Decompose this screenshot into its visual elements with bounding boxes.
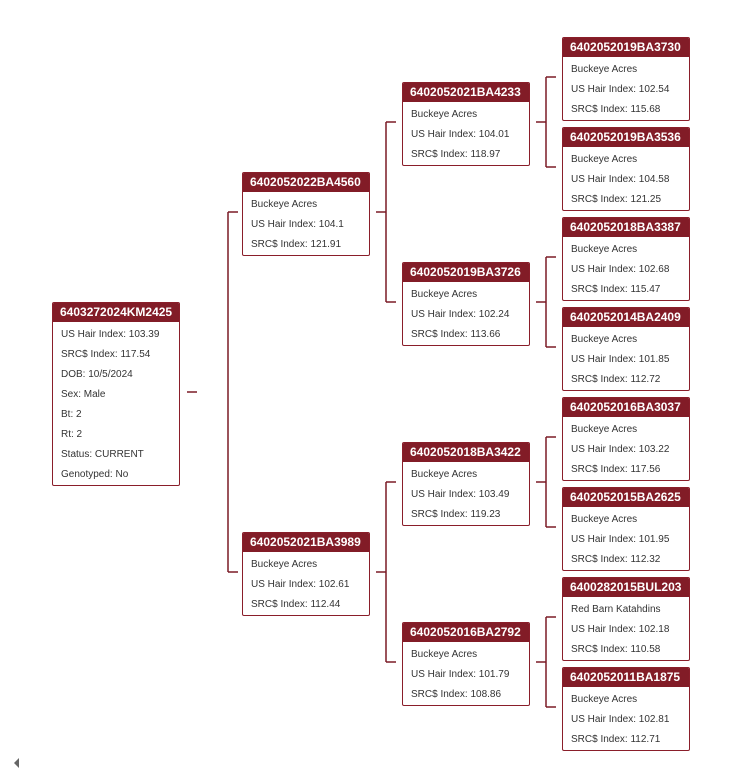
breeder-name: Buckeye Acres bbox=[411, 469, 478, 480]
great-grandparent-card-4[interactable]: 6402052014BA2409 Buckeye Acres US Hair I… bbox=[562, 307, 690, 391]
great-grandparent-card-1[interactable]: 6402052019BA3730 Buckeye Acres US Hair I… bbox=[562, 37, 690, 121]
animal-id[interactable]: 6402052011BA1875 bbox=[563, 668, 689, 687]
breeder-name: Buckeye Acres bbox=[251, 559, 318, 570]
sire-dam-card[interactable]: 6402052019BA3726 Buckeye Acres US Hair I… bbox=[402, 262, 530, 346]
breeder-name: Buckeye Acres bbox=[571, 244, 638, 255]
breeder-name: Red Barn Katahdins bbox=[571, 604, 661, 615]
src-index: SRC$ Index: 113.66 bbox=[411, 329, 501, 340]
src-index: SRC$ Index: 118.97 bbox=[411, 149, 501, 160]
breeder-name: Buckeye Acres bbox=[411, 109, 478, 120]
rear-type: Rt: 2 bbox=[61, 429, 83, 440]
src-index: SRC$ Index: 115.68 bbox=[571, 104, 661, 115]
src-index: SRC$ Index: 110.58 bbox=[571, 644, 661, 655]
us-hair-index: US Hair Index: 102.24 bbox=[411, 309, 510, 320]
date-of-birth: DOB: 10/5/2024 bbox=[61, 369, 133, 380]
breeder-name: Buckeye Acres bbox=[571, 64, 638, 75]
animal-id[interactable]: 6402052019BA3730 bbox=[563, 38, 689, 57]
dam-card[interactable]: 6402052021BA3989 Buckeye Acres US Hair I… bbox=[242, 532, 370, 616]
us-hair-index: US Hair Index: 102.54 bbox=[571, 84, 670, 95]
animal-id[interactable]: 6402052015BA2625 bbox=[563, 488, 689, 507]
sex: Sex: Male bbox=[61, 389, 106, 400]
subject-animal-card[interactable]: 6403272024KM2425 US Hair Index: 103.39 S… bbox=[52, 302, 180, 486]
status: Status: CURRENT bbox=[61, 449, 144, 460]
great-grandparent-card-3[interactable]: 6402052018BA3387 Buckeye Acres US Hair I… bbox=[562, 217, 690, 301]
us-hair-index: US Hair Index: 103.49 bbox=[411, 489, 510, 500]
us-hair-index: US Hair Index: 103.22 bbox=[571, 444, 670, 455]
animal-id[interactable]: 6402052019BA3536 bbox=[563, 128, 689, 147]
animal-id[interactable]: 6402052018BA3422 bbox=[403, 443, 529, 462]
us-hair-index: US Hair Index: 102.68 bbox=[571, 264, 670, 275]
animal-id[interactable]: 6400282015BUL203 bbox=[563, 578, 689, 597]
us-hair-index: US Hair Index: 104.1 bbox=[251, 219, 344, 230]
us-hair-index: US Hair Index: 101.85 bbox=[571, 354, 670, 365]
us-hair-index: US Hair Index: 102.61 bbox=[251, 579, 350, 590]
great-grandparent-card-2[interactable]: 6402052019BA3536 Buckeye Acres US Hair I… bbox=[562, 127, 690, 211]
breeder-name: Buckeye Acres bbox=[411, 289, 478, 300]
src-index: SRC$ Index: 112.44 bbox=[251, 599, 341, 610]
src-index: SRC$ Index: 117.56 bbox=[571, 464, 661, 475]
animal-id[interactable]: 6402052018BA3387 bbox=[563, 218, 689, 237]
animal-id[interactable]: 6402052019BA3726 bbox=[403, 263, 529, 282]
dam-sire-card[interactable]: 6402052018BA3422 Buckeye Acres US Hair I… bbox=[402, 442, 530, 526]
src-index: SRC$ Index: 115.47 bbox=[571, 284, 661, 295]
src-index: SRC$ Index: 112.32 bbox=[571, 554, 661, 565]
us-hair-index: US Hair Index: 102.81 bbox=[571, 714, 670, 725]
src-index: SRC$ Index: 121.25 bbox=[571, 194, 662, 205]
breeder-name: Buckeye Acres bbox=[571, 694, 638, 705]
breeder-name: Buckeye Acres bbox=[571, 424, 638, 435]
scroll-left-icon[interactable] bbox=[14, 758, 19, 768]
great-grandparent-card-7[interactable]: 6400282015BUL203 Red Barn Katahdins US H… bbox=[562, 577, 690, 661]
dam-dam-card[interactable]: 6402052016BA2792 Buckeye Acres US Hair I… bbox=[402, 622, 530, 706]
us-hair-index: US Hair Index: 103.39 bbox=[61, 329, 160, 340]
animal-id[interactable]: 6403272024KM2425 bbox=[53, 303, 179, 322]
sire-card[interactable]: 6402052022BA4560 Buckeye Acres US Hair I… bbox=[242, 172, 370, 256]
great-grandparent-card-6[interactable]: 6402052015BA2625 Buckeye Acres US Hair I… bbox=[562, 487, 690, 571]
us-hair-index: US Hair Index: 104.58 bbox=[571, 174, 670, 185]
animal-id[interactable]: 6402052021BA4233 bbox=[403, 83, 529, 102]
src-index: SRC$ Index: 121.91 bbox=[251, 239, 342, 250]
birth-type: Bt: 2 bbox=[61, 409, 82, 420]
great-grandparent-card-8[interactable]: 6402052011BA1875 Buckeye Acres US Hair I… bbox=[562, 667, 690, 751]
us-hair-index: US Hair Index: 101.79 bbox=[411, 669, 510, 680]
src-index: SRC$ Index: 108.86 bbox=[411, 689, 502, 700]
genotyped: Genotyped: No bbox=[61, 469, 129, 480]
breeder-name: Buckeye Acres bbox=[571, 514, 638, 525]
animal-id[interactable]: 6402052022BA4560 bbox=[243, 173, 369, 192]
breeder-name: Buckeye Acres bbox=[571, 334, 638, 345]
breeder-name: Buckeye Acres bbox=[251, 199, 318, 210]
us-hair-index: US Hair Index: 102.18 bbox=[571, 624, 670, 635]
animal-id[interactable]: 6402052014BA2409 bbox=[563, 308, 689, 327]
us-hair-index: US Hair Index: 101.95 bbox=[571, 534, 670, 545]
src-index: SRC$ Index: 112.71 bbox=[571, 734, 661, 745]
src-index: SRC$ Index: 117.54 bbox=[61, 349, 151, 360]
animal-id[interactable]: 6402052016BA3037 bbox=[563, 398, 689, 417]
breeder-name: Buckeye Acres bbox=[571, 154, 638, 165]
animal-id[interactable]: 6402052016BA2792 bbox=[403, 623, 529, 642]
us-hair-index: US Hair Index: 104.01 bbox=[411, 129, 510, 140]
src-index: SRC$ Index: 119.23 bbox=[411, 509, 501, 520]
animal-id[interactable]: 6402052021BA3989 bbox=[243, 533, 369, 552]
great-grandparent-card-5[interactable]: 6402052016BA3037 Buckeye Acres US Hair I… bbox=[562, 397, 690, 481]
breeder-name: Buckeye Acres bbox=[411, 649, 478, 660]
sire-sire-card[interactable]: 6402052021BA4233 Buckeye Acres US Hair I… bbox=[402, 82, 530, 166]
src-index: SRC$ Index: 112.72 bbox=[571, 374, 661, 385]
